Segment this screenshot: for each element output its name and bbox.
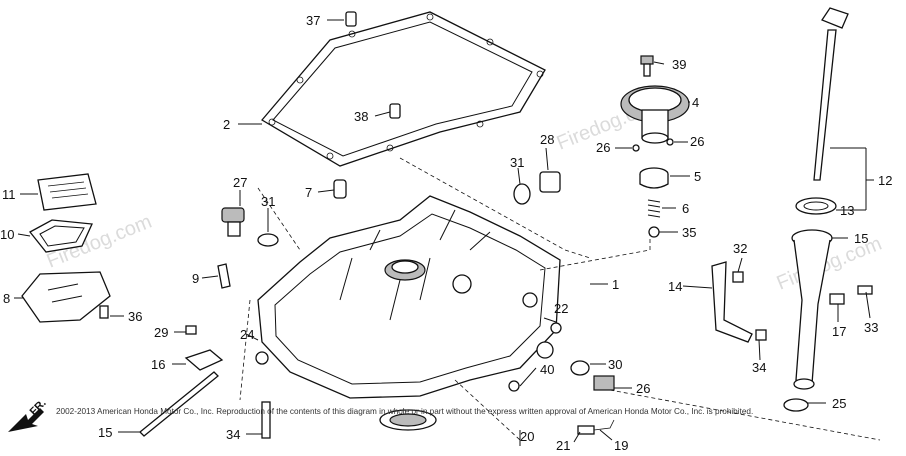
callout-10: 10 [0,227,14,242]
callout-4: 4 [692,95,699,110]
leader-lines [14,19,874,446]
cap-5 [639,167,669,189]
plug-40 [508,380,520,392]
callout-26b: 26 [690,134,704,149]
o-ring-13 [795,197,837,215]
bracket-15 [711,261,753,343]
callout-6: 6 [682,201,689,216]
crankcase-cover-1 [255,195,561,431]
callout-5: 5 [694,169,701,184]
plug-28-right [539,171,561,193]
gear-4 [620,85,690,144]
callout-16: 15 [98,425,112,440]
callout-14: 15 [854,231,868,246]
copyright-notice: 2002-2013 American Honda Motor Co., Inc.… [56,407,753,416]
callout-2: 2 [223,117,230,132]
callout-1: 1 [612,277,619,292]
washer-31-left [257,233,279,247]
front-label: FR. [28,397,49,418]
callout-15: 14 [668,279,682,294]
bolt-27 [593,375,615,391]
callout-33: 32 [733,241,747,256]
callout-7: 7 [305,185,312,200]
washer-26a [632,144,640,152]
plug-22 [550,322,562,334]
callout-27: 26 [636,381,650,396]
plug-28-left [221,207,245,237]
callout-8: 8 [3,291,10,306]
callout-38: 35 [682,225,696,240]
callout-28a: 27 [233,175,247,190]
callout-13: 13 [840,203,854,218]
shaft-16 [139,371,219,437]
bolt-36 [755,329,767,341]
callout-30: 30 [608,357,622,372]
callout-35: 33 [864,320,878,335]
callout-37: 34 [226,427,240,442]
bolt-39 [640,55,654,77]
dowel-7 [333,179,347,199]
callout-21: 21 [556,438,570,453]
bolt-37 [261,401,271,439]
gasket-10 [29,219,93,253]
callout-24: 24 [240,327,254,342]
callout-17: 16 [151,357,165,372]
callout-25: 25 [832,396,846,411]
callout-31a: 31 [261,194,275,209]
cover-8 [21,271,111,323]
o-ring-25 [783,398,809,412]
assembly-lines [239,157,881,441]
callout-28b: 28 [540,132,554,147]
callout-11: 11 [2,187,16,202]
callout-19: 19 [614,438,628,453]
washer-31-right [513,183,531,205]
bracket-17 [184,349,224,371]
clip-9 [217,263,231,289]
ball-38 [648,226,660,238]
callout-26a: 26 [596,140,610,155]
callout-32a: 37 [306,13,320,28]
washer-30 [570,360,590,376]
callout-39: 39 [672,57,686,72]
bolt-29 [185,325,197,335]
callout-40: 40 [540,362,554,377]
callout-34: 36 [128,309,142,324]
callout-12: 12 [878,173,892,188]
callout-29: 29 [154,325,168,340]
callout-20: 20 [520,429,534,444]
bolt-34 [99,305,109,319]
washer-26b [666,138,674,146]
pipe-19 [577,425,595,435]
callout-31b: 31 [510,155,524,170]
callout-36: 34 [752,360,766,375]
dipstick-12 [813,7,849,181]
bolt-35 [857,285,873,295]
callout-32b: 38 [354,109,368,124]
callout-22: 22 [554,301,568,316]
callout-9: 9 [192,271,199,286]
spring-6 [647,199,661,218]
label-11 [37,173,97,211]
bolt-33 [732,271,744,283]
plug-18 [829,293,845,305]
dowel-pin-32 [345,11,401,119]
front-direction-arrow: FR. [8,397,49,432]
callout-labels: 37 2 38 7 27 31 28 31 39 4 26 26 5 6 35 … [0,13,892,453]
filler-tube-14 [791,229,833,390]
gasket-2 [261,11,546,167]
callout-18: 17 [832,324,846,339]
